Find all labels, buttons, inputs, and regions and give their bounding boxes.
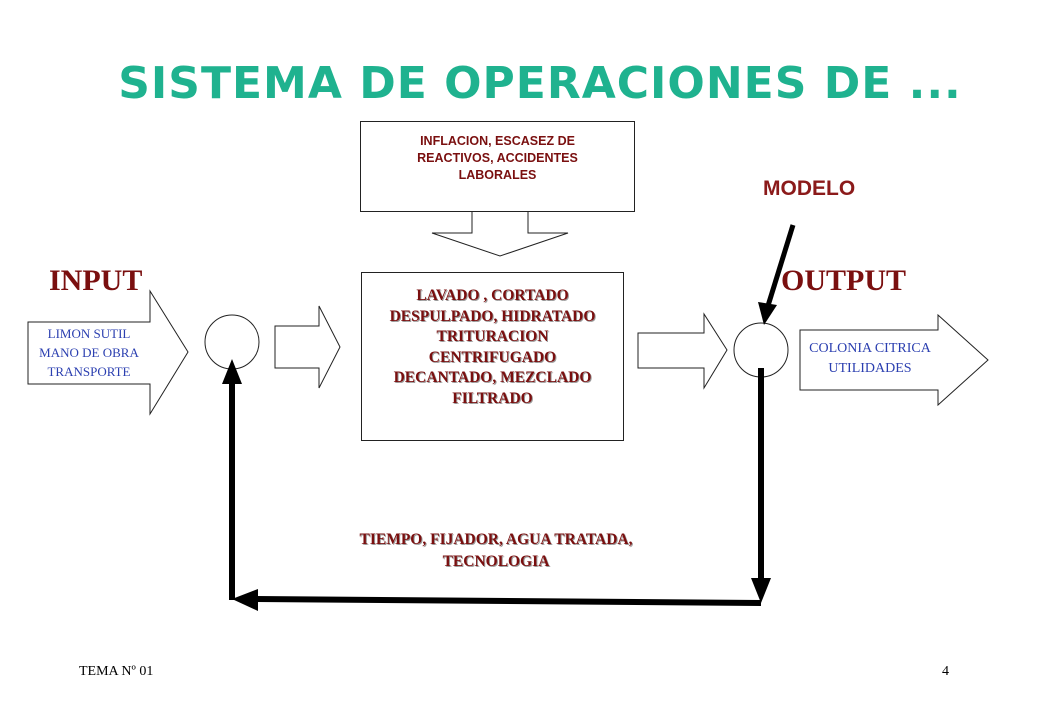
process-step: DECANTADO, MEZCLADO xyxy=(393,369,592,386)
output-block-arrow xyxy=(799,313,989,407)
feedback-line: TECNOLOGIA xyxy=(442,553,550,570)
modelo-arrow xyxy=(764,224,796,310)
feedback-text: TIEMPO, FIJADOR, AGUA TRATADA, TECNOLOGI… xyxy=(300,529,692,573)
input-block-arrow xyxy=(27,289,189,416)
footer-topic: TEMA Nº 01 xyxy=(79,664,154,679)
process-step: DESPULPADO, HIDRATADO xyxy=(389,307,596,325)
pre-process-arrow xyxy=(274,305,341,389)
process-box: LAVADO , CORTADO DESPULPADO, HIDRATADO T… xyxy=(361,272,624,441)
disturbance-line: INFLACION, ESCASEZ DE xyxy=(420,134,575,148)
feedback-line: TIEMPO, FIJADOR, AGUA TRATADA, xyxy=(359,531,633,548)
output-label: OUTPUT xyxy=(781,264,907,297)
process-step: CENTRIFUGADO xyxy=(428,348,557,366)
input-label: INPUT xyxy=(49,264,143,297)
feedback-up-head xyxy=(222,359,242,384)
output-item: COLONIA CITRICA xyxy=(809,341,931,356)
feedback-down-head xyxy=(751,578,771,603)
modelo-label: MODELO xyxy=(763,177,856,200)
disturbance-down-arrow xyxy=(431,211,569,257)
process-step: LAVADO , CORTADO xyxy=(416,287,569,304)
process-step: FILTRADO xyxy=(452,389,533,407)
slide-title: SISTEMA DE OPERACIONES DE ... xyxy=(118,58,962,109)
output-arrow-text: COLONIA CITRICA UTILIDADES xyxy=(795,339,945,379)
input-item: LIMON SUTIL xyxy=(47,326,131,341)
post-process-arrow xyxy=(637,312,728,390)
output-item: UTILIDADES xyxy=(828,361,912,376)
feedback-left-head xyxy=(232,589,258,611)
feedback-bottom-line xyxy=(255,596,762,606)
input-item: TRANSPORTE xyxy=(47,364,131,379)
input-arrow-text: LIMON SUTIL MANO DE OBRA TRANSPORTE xyxy=(30,324,148,381)
disturbance-line: LABORALES xyxy=(458,168,537,182)
process-step: TRITURACION xyxy=(436,328,549,345)
input-item: MANO DE OBRA xyxy=(39,345,139,360)
page-number: 4 xyxy=(942,664,949,679)
disturbance-line: REACTIVOS, ACCIDENTES xyxy=(417,151,578,165)
disturbance-box: INFLACION, ESCASEZ DE REACTIVOS, ACCIDEN… xyxy=(360,121,635,212)
